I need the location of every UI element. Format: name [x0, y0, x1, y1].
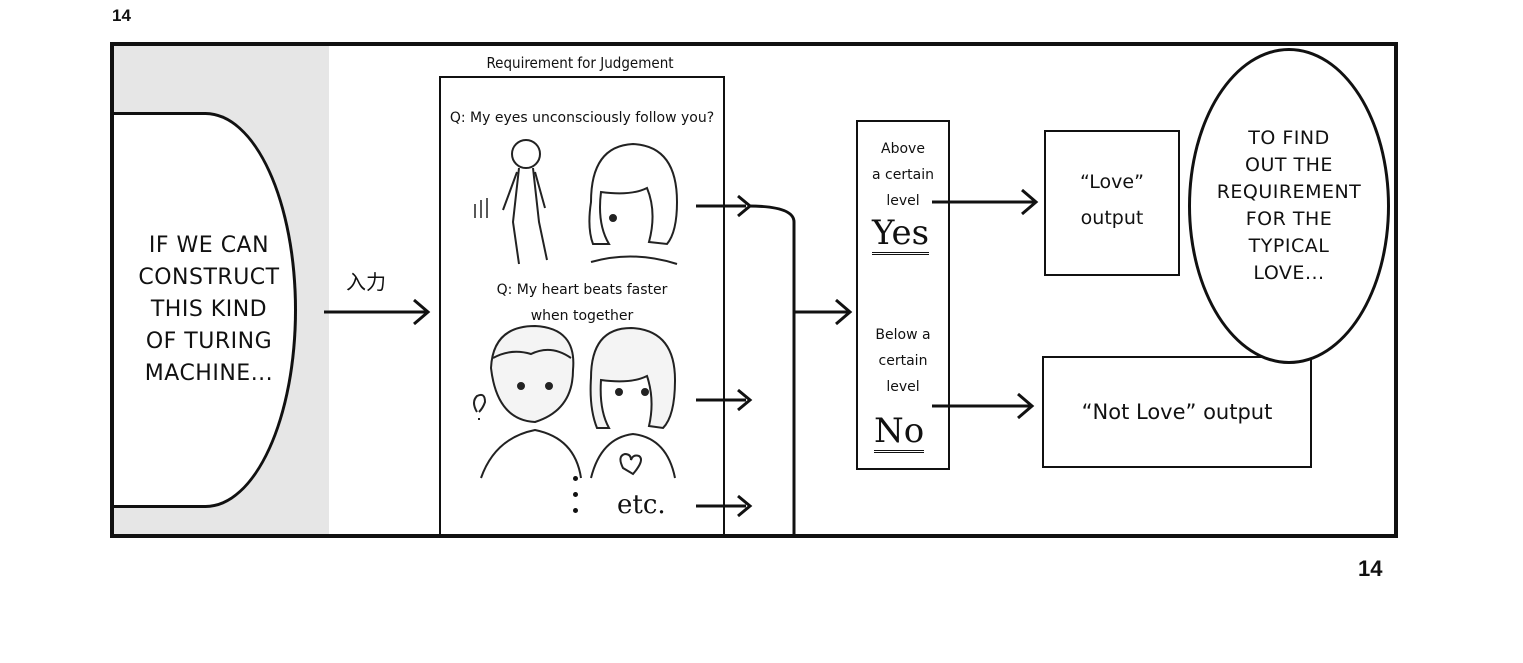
question-2-line-1: Q: My heart beats faster: [496, 282, 668, 298]
speech-bubble-left: IF WE CAN CONSTRUCT THIS KIND OF TURING …: [114, 112, 297, 508]
ellipsis-dots: [573, 476, 579, 513]
input-label: 入力: [346, 270, 386, 294]
judgement-box: Above a certain level Yes Below a certai…: [856, 120, 950, 470]
speech-text-left: IF WE CAN CONSTRUCT THIS KIND OF TURING …: [138, 233, 280, 386]
page-number-top: 14: [112, 6, 131, 25]
question-1: Q: My eyes unconsciously follow you?: [449, 110, 715, 126]
speech-text-right: TO FIND OUT THE REQUIREMENT FOR THE TYPI…: [1216, 127, 1362, 284]
merge-line: [747, 204, 796, 534]
love-output-label: “Love” output: [1080, 171, 1144, 229]
requirement-box: Q: My eyes unconsciously follow you? Q: …: [439, 76, 725, 534]
requirement-title: Requirement for Judgement: [486, 54, 674, 72]
below-level-label: Below a certain level: [875, 327, 931, 395]
comic-panel: IF WE CAN CONSTRUCT THIS KIND OF TURING …: [110, 42, 1398, 538]
love-output-box: “Love” output: [1044, 130, 1180, 276]
yes-label: Yes: [872, 213, 930, 255]
walking-figure-illustration: [474, 139, 679, 265]
couple-illustration: [473, 324, 677, 479]
page-number-bottom: 14: [1358, 556, 1383, 581]
speech-bubble-right: TO FIND OUT THE REQUIREMENT FOR THE TYPI…: [1188, 48, 1390, 364]
input-arrow-head: [413, 298, 431, 326]
not-love-output-box: “Not Love” output: [1042, 356, 1312, 468]
above-level-label: Above a certain level: [872, 141, 934, 209]
question-2-line-2: when together: [530, 308, 634, 324]
etc-label: etc.: [617, 490, 666, 520]
not-love-output-label: “Not Love” output: [1081, 400, 1273, 424]
flow-arrows: [324, 188, 1039, 534]
no-label: No: [874, 411, 925, 453]
